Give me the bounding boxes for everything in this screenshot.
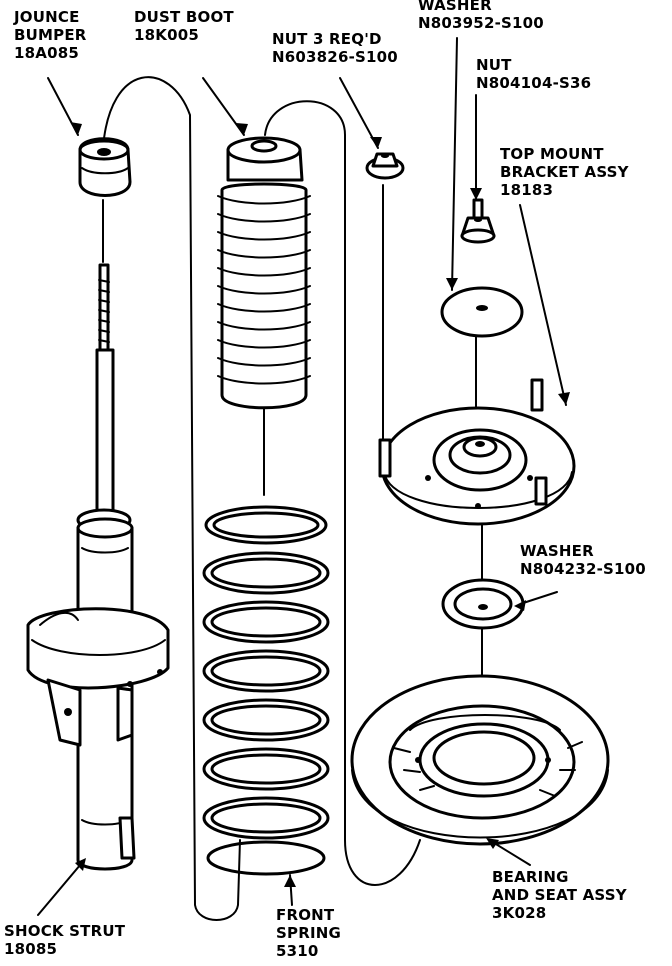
label-nut-part: N804104-S36 <box>476 74 592 92</box>
label-jounce-bumper: JOUNCE BUMPER 18A085 <box>14 8 87 62</box>
label-washer-mid: WASHER N804232-S100 <box>520 542 646 578</box>
label-shock-strut-line1: SHOCK STRUT <box>4 922 126 940</box>
label-shock-strut-part: 18085 <box>4 940 58 958</box>
label-front-spring-line2: SPRING <box>276 924 341 942</box>
label-top-mount-line2: BRACKET ASSY <box>500 163 629 181</box>
label-top-mount-part: 18183 <box>500 181 554 199</box>
nut-3-reqd <box>365 152 405 180</box>
label-nut-3: NUT 3 REQ'D N603826-S100 <box>272 30 398 66</box>
label-front-spring: FRONT SPRING 5310 <box>276 906 341 960</box>
label-washer-mid-line1: WASHER <box>520 542 594 560</box>
label-front-spring-line1: FRONT <box>276 906 335 924</box>
upper-nut <box>460 198 496 244</box>
label-jounce-bumper-line1: JOUNCE <box>14 8 80 26</box>
label-front-spring-part: 5310 <box>276 942 319 960</box>
label-nut: NUT N804104-S36 <box>476 56 591 92</box>
label-nut-line1: NUT <box>476 56 512 74</box>
label-jounce-bumper-part: 18A085 <box>14 44 79 62</box>
label-nut-3-line1: NUT 3 REQ'D <box>272 30 382 48</box>
label-dust-boot: DUST BOOT 18K005 <box>134 8 234 44</box>
front-spring <box>202 505 330 876</box>
top-washer <box>440 286 524 338</box>
bearing-seat-assy <box>350 674 610 846</box>
label-washer-top-part: N803952-S100 <box>418 14 544 32</box>
shock-strut <box>26 263 170 871</box>
label-bearing-part: 3K028 <box>492 904 547 922</box>
label-washer-mid-part: N804232-S100 <box>520 560 646 578</box>
middle-washer <box>441 578 525 630</box>
label-bearing-line1: BEARING <box>492 868 569 886</box>
label-bearing: BEARING AND SEAT ASSY 3K028 <box>492 868 627 922</box>
label-top-mount-line1: TOP MOUNT <box>500 145 604 163</box>
label-top-mount: TOP MOUNT BRACKET ASSY 18183 <box>500 145 629 199</box>
label-dust-boot-line1: DUST BOOT <box>134 8 234 26</box>
label-washer-top: WASHER N803952-S100 <box>418 0 544 32</box>
jounce-bumper <box>78 137 132 197</box>
label-dust-boot-part: 18K005 <box>134 26 200 44</box>
label-nut-3-part: N603826-S100 <box>272 48 398 66</box>
top-mount-bracket <box>378 378 576 526</box>
label-bearing-line2: AND SEAT ASSY <box>492 886 627 904</box>
dust-boot <box>217 136 311 410</box>
label-shock-strut: SHOCK STRUT 18085 <box>4 922 125 958</box>
label-washer-top-line1: WASHER <box>418 0 492 14</box>
arrowheads <box>70 122 570 887</box>
label-jounce-bumper-line2: BUMPER <box>14 26 87 44</box>
